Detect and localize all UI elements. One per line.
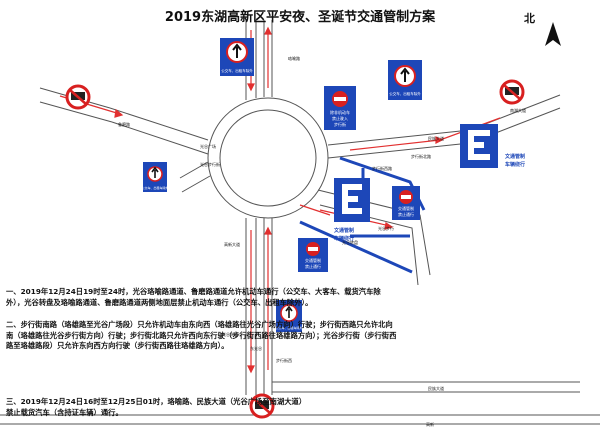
road-label: 光谷广场 xyxy=(200,143,216,149)
ped-only-top-text: 除非机动车 xyxy=(330,109,350,115)
no-entry-sign-right: 公交车、出租车除外 xyxy=(388,60,422,100)
road-label: 步行街北路 xyxy=(411,153,431,159)
do-not-enter-sign-south: 交通管制 禁止通行 xyxy=(298,238,328,272)
no-entry-sign-bottom: 公交车、出租车除外 xyxy=(275,300,303,332)
road-label: 民族大道 xyxy=(428,385,444,391)
sign-label-right: 公交车、出租车除外 xyxy=(389,91,421,96)
roundabout-inner xyxy=(219,109,317,207)
page-title: 2019东湖高新区平安夜、圣诞节交通管制方案 xyxy=(164,10,436,25)
no-truck-sign-nw xyxy=(65,84,91,110)
no-motor-text-a: 交通管制 xyxy=(398,205,414,211)
road-labels: 鲁磨路 光谷广场 光谷步行街 步行街北路 民族大道 南湖大道 珞喻路 步行街西路… xyxy=(118,55,526,427)
road-network xyxy=(0,20,600,425)
road-label: 高新 xyxy=(426,421,434,427)
sign-label-bottom: 公交车、出租车除外 xyxy=(275,325,302,330)
detour-sign-east: 文通管制 车辆绕行 xyxy=(460,124,525,168)
detour-text-2b: 车辆绕行 xyxy=(334,235,354,242)
road-label: 光谷步行街 xyxy=(200,161,220,167)
no-truck-sign-s xyxy=(249,393,275,419)
note-3: 三、2019年12月24日16时至12月25日01时，珞喻路、民族大道（光谷广场… xyxy=(6,397,303,417)
road-label: 光谷步行 xyxy=(378,225,394,231)
road-label: 光谷转盘 xyxy=(342,239,358,245)
road-label: 光谷大道 xyxy=(222,331,238,337)
no-motor2-text-b: 禁止通行 xyxy=(305,263,321,269)
road-label: 南湖大道 xyxy=(510,107,526,113)
road-label: 步行街西 xyxy=(276,357,292,363)
no-motor-text-b: 禁止通行 xyxy=(398,211,414,217)
no-entry-sign-top: 公交车、出租车除外 xyxy=(220,38,254,76)
no-motor2-text-a: 交通管制 xyxy=(305,257,321,263)
ped-only-extra-text: 步行街 xyxy=(334,121,346,127)
do-not-enter-sign-center: 除非机动车 禁止驶入 步行街 xyxy=(324,86,356,130)
road-label: 高新大道 xyxy=(224,241,240,247)
ped-only-bottom-text: 禁止驶入 xyxy=(332,115,348,121)
north-arrow xyxy=(545,22,561,46)
detour-text-2a: 文通管制 xyxy=(334,227,354,234)
detour-text-1a: 文通管制 xyxy=(505,153,525,160)
do-not-enter-sign-east: 交通管制 禁止通行 xyxy=(392,186,420,220)
sign-label-top: 公交车、出租车除外 xyxy=(221,68,253,73)
roundabout-outer xyxy=(207,97,329,219)
no-entry-sign-left: 公交车、出租车除外 xyxy=(141,162,169,192)
note-2: 二、步行街南路（珞雄路至光谷广场段）只允许机动车由东向西（珞雄路往光谷广场方向）… xyxy=(6,320,397,351)
road-label: 珞喻路 xyxy=(288,55,300,61)
north-label: 北 xyxy=(524,12,535,25)
road-label: 步行街西路 xyxy=(372,165,392,171)
road-label: 民族大道 xyxy=(428,135,444,141)
note-1: 一、2019年12月24日19时至24时，光谷珞喻路通道、鲁磨路通道允许机动车通… xyxy=(6,287,381,307)
no-truck-sign-ne xyxy=(499,79,525,105)
road-label: 鲁磨路 xyxy=(118,121,130,127)
road-label: 东光谷 xyxy=(250,345,262,351)
detour-sign-center: 文通管制 车辆绕行 xyxy=(334,178,370,242)
detour-text-1b: 车辆绕行 xyxy=(505,161,525,168)
sign-label-left: 公交车、出租车除外 xyxy=(141,185,168,190)
